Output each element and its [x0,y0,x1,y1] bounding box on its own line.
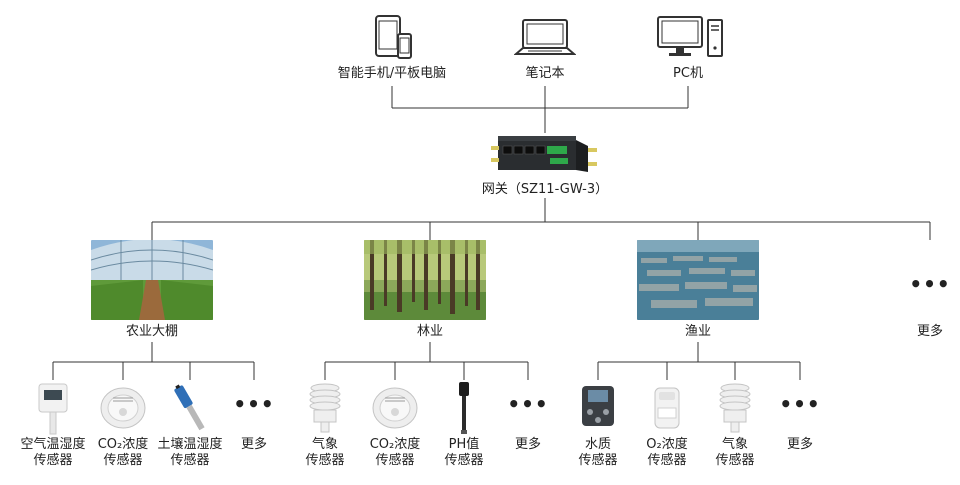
sector-more-label: 更多 [916,324,944,339]
pc-icon [657,16,723,57]
laptop-label: 笔记本 [525,66,565,81]
fish-sensor-3-label: 气象 传感器 [715,437,755,468]
o2-sensor-icon [654,387,680,429]
fishery-photo [637,240,759,320]
weather-sensor-icon [309,383,341,433]
forest-photo [364,240,486,320]
fish-sensor-more-label: 更多 [786,437,814,452]
sector-agriculture-label: 农业大棚 [125,324,179,339]
gateway-label: 网关（SZ11-GW-3） [481,182,609,197]
phone-tablet-icon [375,15,412,59]
soil-temp-humidity-sensor-icon [174,384,205,431]
co2-sensor-icon [372,387,418,429]
phone-tablet-label: 智能手机/平板电脑 [337,66,447,81]
forest-sensor-3-label: PH值 传感器 [444,437,484,468]
sector-more-dots: ••• [909,272,951,296]
greenhouse-photo [91,240,213,320]
forest-sensor-1-label: 气象 传感器 [305,437,345,468]
gateway-device-icon [491,136,597,172]
fish-more-dots: ••• [779,392,821,416]
air-temp-humidity-sensor-icon [38,383,68,435]
forest-sensor-2-label: CO₂浓度 传感器 [369,437,421,468]
sector-fishery-label: 渔业 [684,324,712,339]
fish-sensor-2-label: O₂浓度 传感器 [646,437,688,468]
agri-sensor-more-label: 更多 [240,437,268,452]
sector-forestry-label: 林业 [416,324,444,339]
agri-sensor-2-label: CO₂浓度 传感器 [97,437,149,468]
laptop-icon [514,19,576,55]
forest-sensor-more-label: 更多 [514,437,542,452]
agri-sensor-1-label: 空气温湿度 传感器 [20,437,86,468]
ph-sensor-icon [459,382,469,434]
agri-sensor-3-label: 土壤温湿度 传感器 [157,437,223,468]
co2-sensor-icon [100,387,146,429]
forest-more-dots: ••• [507,392,549,416]
fish-sensor-1-label: 水质 传感器 [578,437,618,468]
water-quality-sensor-icon [582,386,614,426]
weather-sensor-icon [719,383,751,433]
agri-more-dots: ••• [233,392,275,416]
pc-label: PC机 [673,66,703,81]
